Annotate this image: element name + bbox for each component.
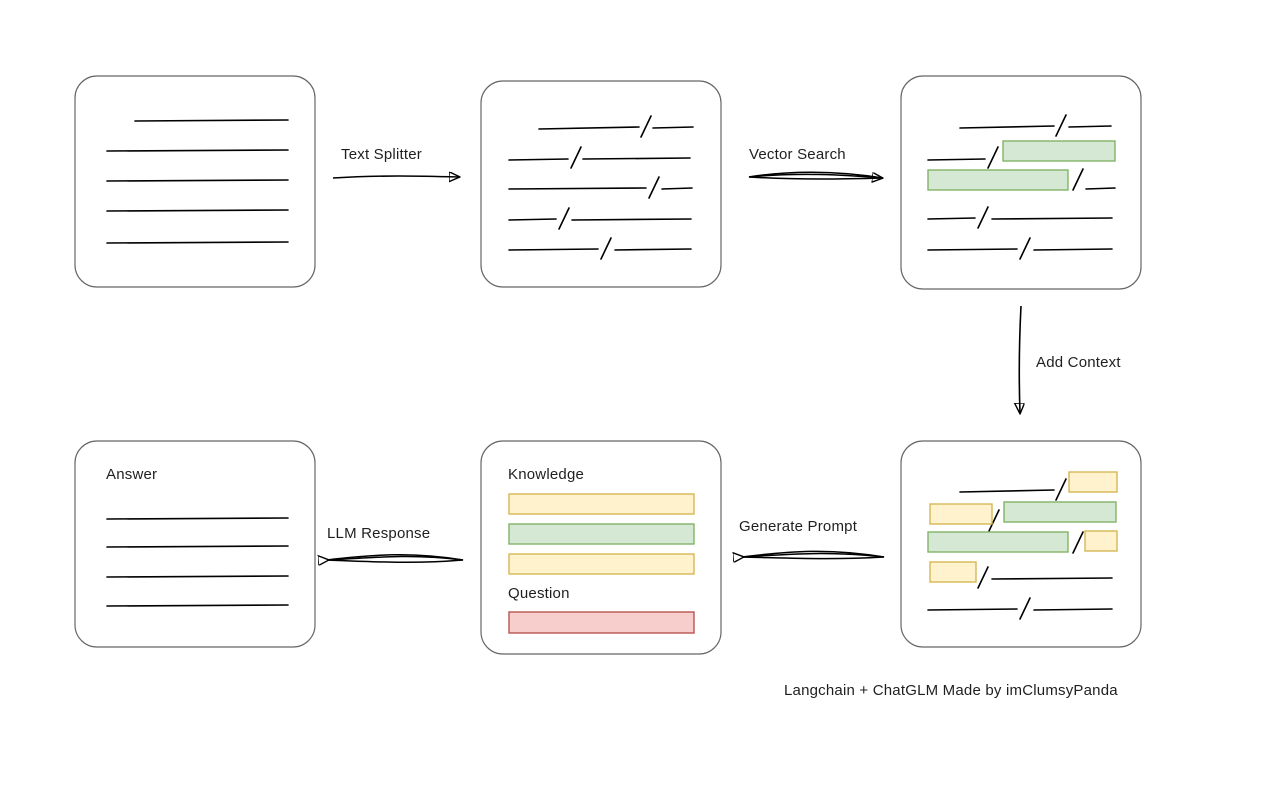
split-chunks-box[interactable] [480,80,722,288]
question-bar-red [508,611,695,634]
knowledge-bar-green [508,523,695,545]
credit-text: Langchain + ChatGLM Made by imClumsyPand… [784,682,1118,699]
highlight-green-chunk [927,169,1069,191]
highlight-yellow-chunk [929,503,993,525]
node-vector-matched[interactable] [900,75,1142,290]
highlight-yellow-chunk [1068,471,1118,493]
split-chunks-lines [508,115,694,260]
prompt-question-label: Question [508,585,570,602]
llm-response-arrow [328,557,464,560]
text-splitter-arrow [332,176,459,178]
vector-search-arrow [748,174,882,178]
edge-label-add-context: Add Context [1036,354,1121,371]
edge-label-generate-prompt: Generate Prompt [739,518,858,535]
vector-matched-highlights [927,140,1116,191]
answer-label: Answer [106,466,158,483]
node-context-added[interactable] [900,440,1142,648]
edge-label-llm-response: LLM Response [327,525,431,542]
highlight-green-chunk [1002,140,1116,162]
vector-matched-lines [927,114,1116,260]
generate-prompt-arrow [743,554,885,557]
edge-llm-response [327,554,464,563]
knowledge-bar-yellow [508,493,695,515]
node-split-chunks[interactable] [480,80,722,288]
highlight-yellow-chunk [929,561,977,583]
node-prompt[interactable] [480,440,722,655]
knowledge-bar-yellow [508,553,695,575]
highlight-green-chunk [1003,501,1117,523]
node-answer[interactable] [74,440,316,648]
edge-add-context [1019,305,1021,413]
answer-box[interactable] [74,440,316,648]
answer-lines [106,517,289,607]
edge-label-vector-search: Vector Search [749,146,846,163]
add-context-arrow [1019,305,1021,413]
prompt-knowledge-label: Knowledge [508,466,585,483]
edge-text-splitter [332,176,459,178]
highlight-yellow-chunk [1084,530,1118,552]
source-document-box[interactable] [74,75,316,288]
node-source-document[interactable] [74,75,316,288]
edge-label-text-splitter: Text Splitter [341,146,422,163]
edge-generate-prompt [742,550,885,558]
edge-vector-search [748,171,883,179]
context-added-lines [927,478,1113,620]
source-document-lines [106,119,289,244]
highlight-green-chunk [927,531,1069,553]
prompt-bars [508,493,695,634]
context-added-highlights [927,471,1118,583]
